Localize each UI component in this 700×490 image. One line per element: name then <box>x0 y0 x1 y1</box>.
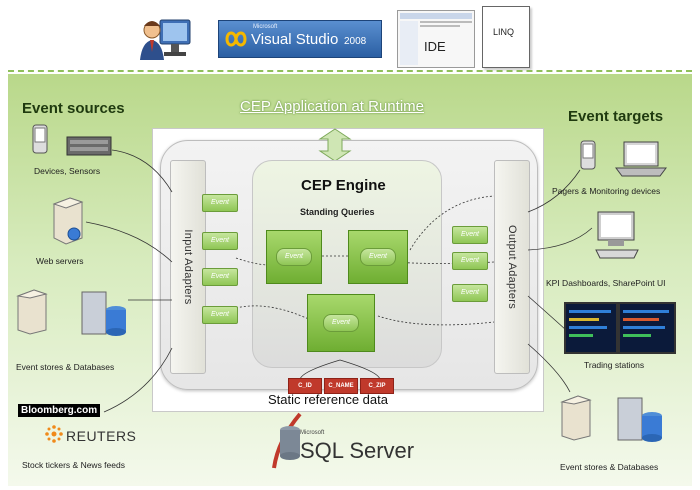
device-pda-icon <box>32 124 48 154</box>
input-event-3: Event <box>202 268 238 286</box>
input-event-2: Event <box>202 232 238 250</box>
visual-studio-logo: Microsoft Visual Studio 2008 <box>218 20 382 58</box>
target-kpi-label: KPI Dashboards, SharePoint UI <box>546 278 666 288</box>
sql-server-logo-icon <box>270 410 304 470</box>
ide-label: IDE <box>424 39 446 54</box>
vs-brand-small: Microsoft <box>253 24 278 30</box>
engine-subtitle: Standing Queries <box>300 207 375 217</box>
query-event-3: Event <box>323 314 359 332</box>
database-server-icon <box>16 288 50 336</box>
engine-title: CEP Engine <box>301 177 386 194</box>
source-web-servers-label: Web servers <box>36 256 84 266</box>
output-event-3: Event <box>452 284 488 302</box>
target-database-storage-icon <box>616 392 664 444</box>
linq-document-tile: LINQ <box>482 6 530 68</box>
standing-query-3: Event <box>307 294 375 352</box>
laptop-icon <box>614 140 667 178</box>
vs-version: 2008 <box>344 36 367 47</box>
reference-cell-name: C_NAME <box>324 378 358 394</box>
vs-brand: Visual Studio <box>251 31 339 48</box>
target-database-server-icon <box>560 394 594 442</box>
trading-station-screen-1 <box>564 302 618 354</box>
pager-icon <box>580 140 596 170</box>
visual-studio-infinity-icon <box>225 29 247 49</box>
source-stock-tickers-label: Stock tickers & News feeds <box>22 460 125 470</box>
ide-screenshot-tile: IDE <box>397 10 475 68</box>
standing-query-1: Event <box>266 230 322 284</box>
output-event-1: Event <box>452 226 488 244</box>
reference-cell-id: C_ID <box>288 378 322 394</box>
diagram-title: CEP Application at Runtime <box>240 98 424 115</box>
input-event-4: Event <box>202 306 238 324</box>
reference-label: Static reference data <box>268 392 388 407</box>
event-sources-title: Event sources <box>22 100 125 117</box>
query-event-2: Event <box>360 248 396 266</box>
target-event-stores-label: Event stores & Databases <box>560 462 659 472</box>
output-event-2: Event <box>452 252 488 270</box>
target-pagers-label: Pagers & Monitoring devices <box>552 186 661 196</box>
input-adapters: Input Adapters <box>170 160 206 374</box>
developer-icon <box>138 14 198 64</box>
sql-brand: SQL Server <box>300 438 415 463</box>
output-adapters: Output Adapters <box>494 160 530 374</box>
query-event-1: Event <box>276 248 312 266</box>
database-storage-icon <box>80 286 128 338</box>
standing-query-2: Event <box>348 230 408 284</box>
trading-station-screen-2 <box>618 302 676 354</box>
linq-label: LINQ <box>493 27 515 37</box>
reference-cell-zip: C_ZIP <box>360 378 394 394</box>
divider <box>8 70 692 72</box>
reuters-logo-icon <box>44 424 64 444</box>
input-event-1: Event <box>202 194 238 212</box>
web-server-icon <box>50 196 86 246</box>
target-trading-label: Trading stations <box>584 360 645 370</box>
event-targets-title: Event targets <box>568 108 664 125</box>
reuters-logo: REUTERS <box>66 428 137 444</box>
bloomberg-logo: Bloomberg.com <box>18 404 101 417</box>
sql-brand-small: Microsoft <box>300 430 325 436</box>
source-devices-label: Devices, Sensors <box>34 166 101 176</box>
desktop-computer-icon <box>594 210 642 260</box>
source-event-stores-label: Event stores & Databases <box>16 362 115 372</box>
sensor-rack-icon <box>66 136 112 156</box>
